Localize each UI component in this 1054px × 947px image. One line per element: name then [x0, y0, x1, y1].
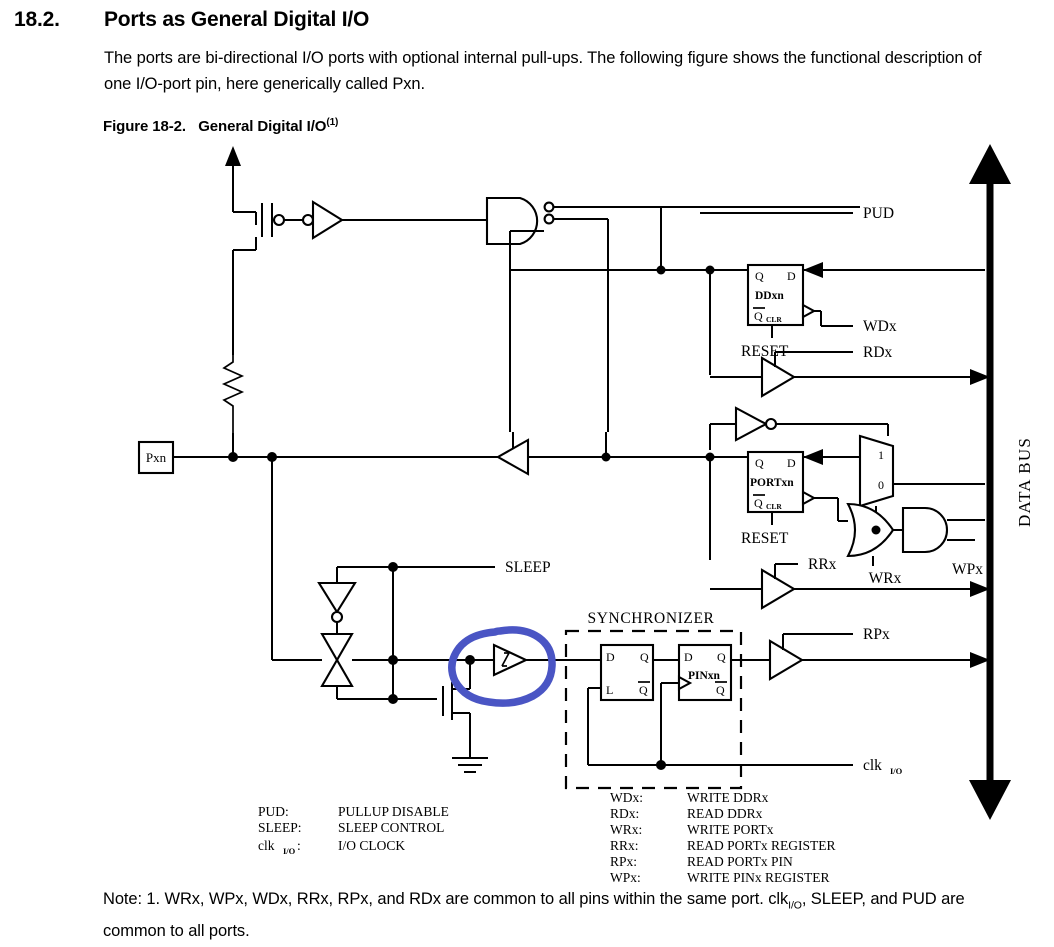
wpx-label: WPx	[952, 561, 983, 578]
portxn-feedback-inverter	[709, 406, 889, 450]
pullup-pmos-transistor	[232, 203, 303, 355]
wdx-label: WDx	[863, 318, 897, 335]
highlight-annotation-circle	[448, 626, 556, 707]
sync-latch-l-label: L	[606, 683, 613, 697]
rrx-read-buffer: RRx	[710, 556, 990, 610]
figure-footnote: Note: 1. WRx, WPx, WDx, RRx, RPx, and RD…	[103, 886, 1013, 944]
rpx-read-buffer: RPx	[768, 626, 990, 681]
legend-left-abbr-2: clk	[258, 838, 275, 853]
portxn-reset-label: RESET	[741, 530, 789, 547]
legend-right-abbr-1: RDx:	[610, 806, 639, 821]
clk-io-signal: clk I/O	[661, 757, 903, 776]
legend-left-abbr-sub-2: I/O	[283, 846, 296, 856]
figure-caption-superscript: (1)	[326, 117, 339, 128]
legend-right-meaning-1: READ DDRx	[687, 806, 763, 821]
pullup-inverter	[301, 200, 487, 240]
pullup-enable-and-gate	[485, 196, 860, 432]
data-bus: DATA BUS	[969, 144, 1034, 820]
rpx-label: RPx	[863, 626, 890, 643]
synchronizer-label: SYNCHRONIZER	[588, 610, 715, 627]
sleep-inverter	[317, 581, 357, 634]
sync-latch-d-label: D	[606, 650, 615, 664]
ddxn-clr-label: CLR	[766, 315, 782, 324]
wrx-or-gate: WRx	[846, 502, 903, 587]
sync-latch: D Q L Q	[566, 643, 679, 766]
section-heading: 18.2. Ports as General Digital I/O	[14, 8, 1034, 32]
ddxn-name-label: DDxn	[755, 290, 784, 302]
rdx-read-buffer: RDx	[710, 344, 990, 398]
pud-signal: PUD	[700, 205, 894, 222]
legend-left-meaning-0: PULLUP DISABLE	[338, 804, 449, 819]
portxn-clr-label: CLR	[766, 502, 782, 511]
pinxn-q-label: Q	[717, 650, 726, 664]
pud-label: PUD	[863, 205, 894, 222]
pin-output-driver	[272, 432, 611, 476]
legend-right-abbr-0: WDx:	[610, 790, 643, 805]
pxn-pin: Pxn	[137, 440, 277, 660]
portxn-register: Q D PORTxn Q CLR RESET	[606, 449, 860, 560]
nmos-pulldown-transistor	[393, 655, 488, 773]
wpx-and-gate: WPx	[901, 506, 985, 578]
pinxn-qbar-label: Q	[716, 683, 725, 697]
portxn-input-multiplexer: 1 0	[858, 434, 985, 533]
portxn-d-label: D	[787, 456, 796, 470]
legend-left-abbr-1: SLEEP:	[258, 820, 302, 835]
sleep-signal: SLEEP	[336, 559, 551, 665]
mux-input-0-label: 0	[878, 478, 884, 492]
sync-latch-q-label: Q	[640, 650, 649, 664]
rdx-label: RDx	[863, 344, 893, 361]
wrx-label: WRx	[869, 570, 902, 587]
legend-left-abbr-tail-2: :	[297, 838, 301, 853]
legend-right-meaning-5: WRITE PINx REGISTER	[687, 870, 830, 885]
mux-input-1-label: 1	[878, 448, 884, 462]
ddxn-register: Q D DDxn Q CLR RESET WDx	[510, 207, 985, 375]
legend-right-abbr-5: WPx:	[610, 870, 641, 885]
figure-caption-title: General Digital I/O	[198, 118, 327, 135]
sleep-label: SLEEP	[505, 559, 551, 576]
portxn-qbar-label: Q	[754, 496, 763, 510]
legend-right-meaning-2: WRITE PORTx	[687, 822, 774, 837]
legend-right: WDx: WRITE DDRx RDx: READ DDRx WRx: WRIT…	[610, 790, 835, 885]
vcc-supply-arrow	[225, 146, 241, 212]
sync-latch-qbar-label: Q	[639, 683, 648, 697]
pxn-pin-label: Pxn	[146, 450, 167, 465]
pinxn-name-label: PINxn	[688, 670, 721, 682]
data-bus-label: DATA BUS	[1015, 437, 1034, 527]
digital-io-circuit-diagram: PUD Q D DDxn Q CLR RESET	[0, 140, 1054, 885]
pinxn-register: D Q PINxn Q	[656, 643, 770, 770]
rrx-label: RRx	[808, 556, 837, 573]
section-paragraph: The ports are bi-directional I/O ports w…	[104, 49, 982, 93]
ddxn-reset-label: RESET	[741, 343, 789, 360]
section-number: 18.2.	[14, 8, 60, 31]
portxn-q-label: Q	[755, 456, 764, 470]
pullup-resistor	[221, 355, 245, 455]
synchronizer-block: SYNCHRONIZER D Q L Q D Q	[564, 610, 770, 790]
pinxn-d-label: D	[684, 650, 693, 664]
clk-io-sublabel: I/O	[890, 766, 903, 776]
legend-right-abbr-2: WRx:	[610, 822, 642, 837]
section-title: Ports as General Digital I/O	[104, 8, 370, 31]
legend-left-meaning-2: I/O CLOCK	[338, 838, 405, 853]
ddxn-q-label: Q	[755, 269, 764, 283]
legend-left-abbr-0: PUD:	[258, 804, 289, 819]
legend-right-abbr-4: RPx:	[610, 854, 637, 869]
legend-right-meaning-3: READ PORTx REGISTER	[687, 838, 835, 853]
footnote-tail: , SLEEP, and PUD are common to all ports…	[103, 890, 965, 941]
ddxn-d-label: D	[787, 269, 796, 283]
legend-right-meaning-4: READ PORTx PIN	[687, 854, 793, 869]
transmission-gate	[272, 632, 468, 704]
portxn-name-label: PORTxn	[750, 477, 794, 489]
legend-left: PUD: PULLUP DISABLE SLEEP: SLEEP CONTROL…	[258, 804, 449, 856]
footnote-sub: I/O	[788, 899, 802, 912]
schmitt-trigger-input-buffer	[470, 643, 566, 677]
legend-left-meaning-1: SLEEP CONTROL	[338, 820, 444, 835]
legend-right-abbr-3: RRx:	[610, 838, 639, 853]
figure-caption-prefix: Figure 18-2.	[103, 118, 186, 135]
clk-io-label: clk	[863, 757, 882, 774]
ddxn-qbar-label: Q	[754, 309, 763, 323]
legend-right-meaning-0: WRITE DDRx	[687, 790, 769, 805]
footnote-lead: Note: 1. WRx, WPx, WDx, RRx, RPx, and RD…	[103, 890, 789, 908]
figure-caption: Figure 18-2. General Digital I/O(1)	[103, 117, 338, 135]
